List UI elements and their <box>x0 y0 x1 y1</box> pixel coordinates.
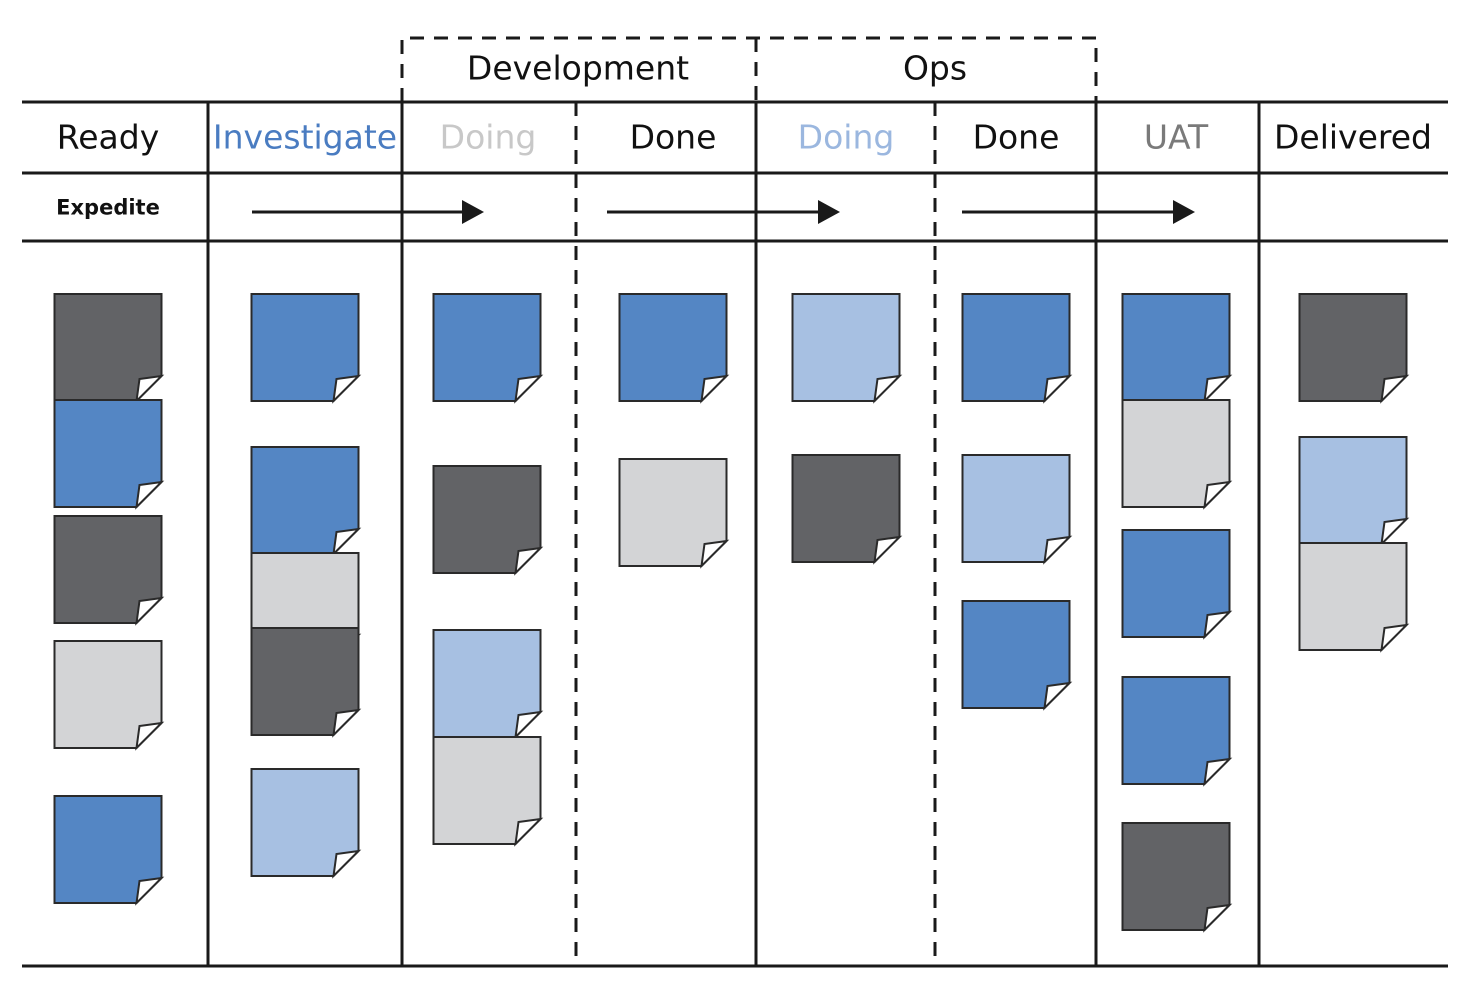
sticky-note-fold-icon <box>1043 374 1073 404</box>
card-blue <box>250 446 362 557</box>
group-box-dashed <box>400 36 1098 102</box>
sticky-note-fold-icon <box>332 708 362 738</box>
sticky-note-fold-icon <box>1203 480 1233 510</box>
card-blue <box>961 293 1073 404</box>
arrow-right-icon <box>1173 200 1195 224</box>
sticky-note-fold-icon <box>1043 535 1073 565</box>
sticky-note-fold-icon <box>873 535 903 565</box>
card-light-blue <box>1298 436 1410 547</box>
sticky-note-fold-icon <box>1203 757 1233 787</box>
card-blue <box>53 399 165 510</box>
sticky-note-fold-icon <box>514 374 544 404</box>
sticky-note-fold-icon <box>700 539 730 569</box>
card-light-blue <box>432 629 544 740</box>
cards-layer <box>53 293 1410 933</box>
column-header-dev-doing: Doing <box>439 117 537 157</box>
expedite-lane-label: Expedite <box>56 195 160 220</box>
card-light-gray <box>432 736 544 847</box>
sticky-note-fold-icon <box>1380 517 1410 547</box>
card-blue <box>53 795 165 906</box>
column-header-ready: Ready <box>56 117 160 157</box>
column-header-uat: UAT <box>1143 117 1209 157</box>
column-header-delivered: Delivered <box>1274 117 1432 157</box>
sticky-note-fold-icon <box>135 374 165 404</box>
column-header-dev-done: Done <box>629 117 717 157</box>
sticky-note-fold-icon <box>332 849 362 879</box>
card-blue <box>961 600 1073 711</box>
sticky-note-fold-icon <box>332 374 362 404</box>
card-dark <box>53 515 165 626</box>
column-header-ops-done: Done <box>972 117 1060 157</box>
card-blue <box>1121 676 1233 787</box>
sticky-note-fold-icon <box>514 817 544 847</box>
sticky-note-fold-icon <box>135 721 165 751</box>
card-dark <box>432 465 544 576</box>
sticky-note-fold-icon <box>1203 374 1233 404</box>
sticky-note-fold-icon <box>700 374 730 404</box>
sticky-note-fold-icon <box>332 527 362 557</box>
card-blue <box>1121 293 1233 404</box>
card-blue <box>1121 529 1233 640</box>
card-light-gray <box>618 458 730 569</box>
sticky-note-fold-icon <box>873 374 903 404</box>
card-dark <box>1298 293 1410 404</box>
group-label-ops: Ops <box>902 48 968 88</box>
sticky-note-fold-icon <box>514 710 544 740</box>
group-label-development: Development <box>466 48 690 88</box>
arrow-right-icon <box>462 200 484 224</box>
sticky-note-fold-icon <box>1203 903 1233 933</box>
card-blue <box>250 293 362 404</box>
card-dark <box>250 627 362 738</box>
sticky-note-fold-icon <box>135 596 165 626</box>
card-blue <box>432 293 544 404</box>
card-dark <box>1121 822 1233 933</box>
card-light-gray <box>1298 542 1410 653</box>
sticky-note-fold-icon <box>514 546 544 576</box>
card-light-gray <box>1121 399 1233 510</box>
column-header-ops-doing: Doing <box>797 117 895 157</box>
sticky-note-fold-icon <box>1380 623 1410 653</box>
sticky-note-fold-icon <box>1043 681 1073 711</box>
sticky-note-fold-icon <box>1380 374 1410 404</box>
grid-lines <box>22 36 1448 968</box>
sticky-note-fold-icon <box>135 876 165 906</box>
sticky-note-fold-icon <box>135 480 165 510</box>
card-light-gray <box>53 640 165 751</box>
card-blue <box>618 293 730 404</box>
card-light-blue <box>250 768 362 879</box>
card-light-blue <box>961 454 1073 565</box>
sticky-note-fold-icon <box>1203 610 1233 640</box>
card-dark <box>791 454 903 565</box>
column-header-investigate: Investigate <box>212 117 398 157</box>
card-light-blue <box>791 293 903 404</box>
arrow-right-icon <box>818 200 840 224</box>
card-dark <box>53 293 165 404</box>
